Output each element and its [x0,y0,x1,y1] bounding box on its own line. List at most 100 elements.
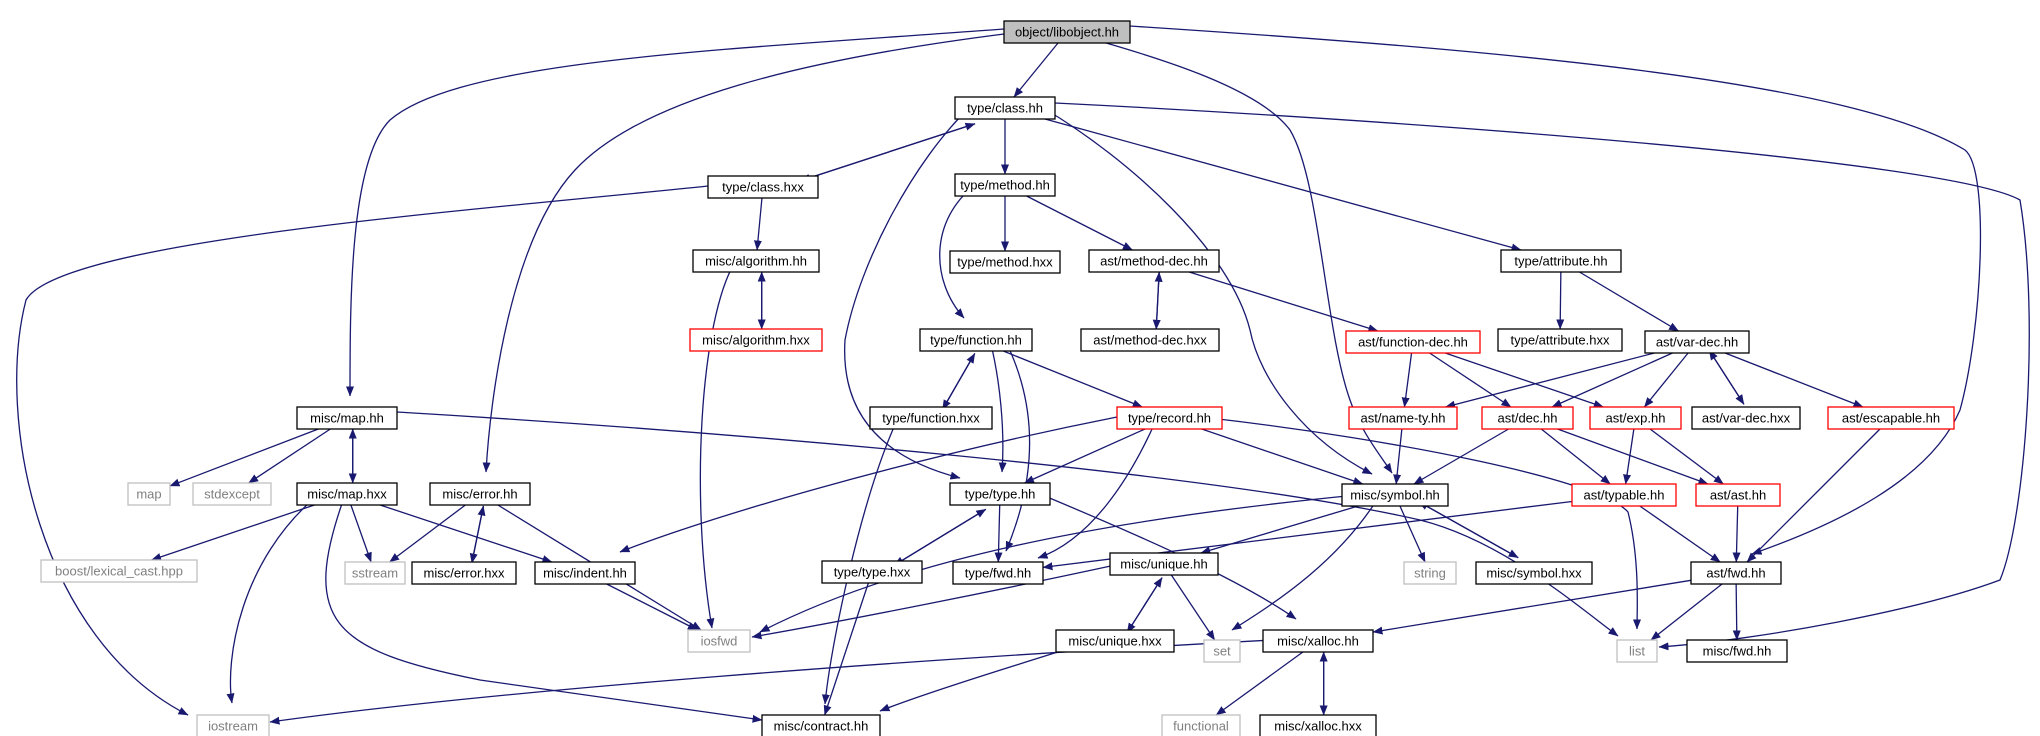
node-ast-function-dec[interactable]: ast/function-dec.hh [1345,330,1481,354]
node-misc-symbol-hxx[interactable]: misc/symbol.hxx [1475,561,1593,585]
node-label: iosfwd [701,634,738,649]
node-functional: functional [1161,714,1241,736]
node-misc-xalloc-hxx[interactable]: misc/xalloc.hxx [1259,714,1377,736]
node-misc-map[interactable]: misc/map.hh [296,406,398,430]
node-misc-symbol[interactable]: misc/symbol.hh [1341,483,1449,507]
node-box [1161,714,1241,736]
node-ast-method-dec-hxx[interactable]: ast/method-dec.hxx [1080,328,1220,352]
node-ast-dec[interactable]: ast/dec.hh [1481,406,1574,430]
node-misc-algorithm[interactable]: misc/algorithm.hh [692,249,820,273]
node-type-class-hxx[interactable]: type/class.hxx [707,175,819,199]
node-type-attribute-hxx[interactable]: type/attribute.hxx [1497,328,1623,352]
edge-libobject-to-misc-error [482,33,1005,473]
node-type-record[interactable]: type/record.hh [1116,406,1223,430]
node-label: type/class.hxx [722,180,804,195]
node-label: iostream [208,719,258,734]
node-misc-error-hxx[interactable]: misc/error.hxx [411,561,517,585]
edge-misc-symbol-to-iosfwd [759,494,1358,633]
node-type-attribute[interactable]: type/attribute.hh [1500,249,1622,273]
node-misc-error[interactable]: misc/error.hh [429,482,531,506]
node-label: ast/var-dec.hh [1656,335,1738,350]
node-ast-escapable[interactable]: ast/escapable.hh [1827,406,1955,430]
edge-misc-error-to-sstream [389,504,466,563]
edge-misc-indent-to-iosfwd [606,583,698,631]
edge-type-class-to-type-attribute [1044,118,1522,252]
edge-type-class-to-type-type [844,107,970,480]
node-misc-fwd[interactable]: misc/fwd.hh [1686,639,1788,663]
node-ast-typable[interactable]: ast/typable.hh [1571,483,1677,507]
node-type-fwd[interactable]: type/fwd.hh [952,561,1044,585]
node-misc-map-hxx[interactable]: misc/map.hxx [296,482,398,506]
node-label: type/function.hxx [882,411,980,426]
edge-misc-map-hxx-to-boost-lexical-cast [151,504,315,561]
node-type-class[interactable]: type/class.hh [954,96,1056,120]
edge-type-attribute-to-ast-var-dec [1579,271,1679,332]
edge-ast-dec-to-ast-typable [1540,428,1611,485]
edge-misc-map-to-list [396,411,1619,637]
edge-ast-function-dec-to-ast-name-ty [1401,352,1413,408]
node-box [196,714,270,736]
node-label: map [136,487,161,502]
edge-ast-name-ty-to-misc-symbol [1393,428,1403,485]
node-libobject[interactable]: object/libobject.hh [1003,20,1131,44]
node-type-method-hxx[interactable]: type/method.hxx [949,250,1061,274]
node-label: object/libobject.hh [1015,25,1119,40]
node-box [949,250,1061,274]
node-label: type/attribute.hxx [1511,333,1610,348]
node-ast-exp[interactable]: ast/exp.hh [1589,406,1682,430]
edge-ast-method-dec-hxx-to-ast-method-dec [1154,271,1163,330]
node-stdexcept: stdexcept [192,482,272,506]
edge-type-method-to-ast-method-dec [1026,195,1133,251]
node-box [1088,249,1220,273]
edge-ast-exp-to-ast-typable [1623,428,1635,485]
node-type-type-hxx[interactable]: type/type.hxx [821,560,923,584]
node-misc-unique-hxx[interactable]: misc/unique.hxx [1055,629,1175,653]
edge-misc-map-hxx-to-misc-indent [379,504,553,563]
node-type-function[interactable]: type/function.hh [919,328,1033,352]
node-type-type[interactable]: type/type.hh [949,482,1051,506]
edge-ast-dec-to-misc-symbol [1413,428,1509,485]
node-ast-var-dec-hxx[interactable]: ast/var-dec.hxx [1691,406,1801,430]
node-box [692,249,820,273]
node-box [1481,406,1574,430]
node-ast-var-dec[interactable]: ast/var-dec.hh [1644,330,1750,354]
edge-misc-map-to-map [169,428,319,487]
node-box [1571,483,1677,507]
edge-ast-var-dec-to-ast-exp [1643,352,1689,408]
node-box [1080,328,1220,352]
node-box [707,175,819,199]
node-box [344,561,406,585]
node-map: map [127,482,171,506]
node-box [534,561,636,585]
node-label: ast/function-dec.hh [1358,335,1468,350]
node-label: misc/unique.hxx [1068,634,1162,649]
node-box [949,482,1051,506]
edge-type-class-hxx-to-type-class [800,122,976,182]
edge-misc-symbol-to-string [1399,505,1426,563]
node-misc-algorithm-hxx[interactable]: misc/algorithm.hxx [689,328,823,352]
edge-ast-exp-to-ast-ast [1649,428,1724,485]
node-ast-ast[interactable]: ast/ast.hh [1695,483,1781,507]
node-ast-name-ty[interactable]: ast/name-ty.hh [1348,406,1458,430]
edge-ast-ast-to-ast-fwd [1732,505,1741,563]
node-box [429,482,531,506]
node-box [952,561,1044,585]
node-ast-fwd[interactable]: ast/fwd.hh [1690,561,1782,585]
node-ast-method-dec[interactable]: ast/method-dec.hh [1088,249,1220,273]
edge-ast-fwd-to-misc-xalloc [1372,579,1692,635]
node-misc-unique[interactable]: misc/unique.hh [1109,552,1219,576]
node-misc-xalloc[interactable]: misc/xalloc.hh [1262,629,1374,653]
edge-type-record-to-list [1209,417,1642,630]
node-misc-indent[interactable]: misc/indent.hh [534,561,636,585]
edge-ast-function-dec-to-ast-dec [1429,352,1512,408]
node-misc-contract[interactable]: misc/contract.hh [761,714,881,736]
node-box [1348,406,1458,430]
node-type-function-hxx[interactable]: type/function.hxx [869,406,993,430]
node-box [1259,714,1377,736]
edge-type-record-to-misc-symbol [1201,428,1364,485]
node-type-method[interactable]: type/method.hh [954,173,1056,197]
node-label: misc/error.hh [442,487,517,502]
node-set: set [1203,639,1241,663]
edge-misc-xalloc-to-functional [1215,651,1304,716]
